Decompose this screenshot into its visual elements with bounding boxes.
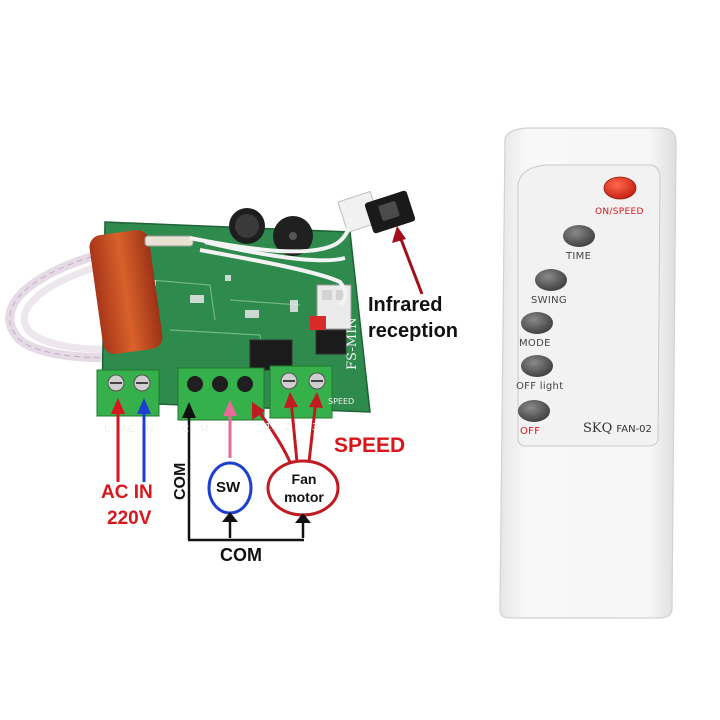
ac-arrows	[111, 398, 151, 482]
com-vertical-label: COM	[172, 463, 189, 500]
off-label: OFF	[520, 426, 541, 437]
terminal-label-3: 3	[312, 422, 318, 433]
infrared-label: Infrared reception	[368, 292, 458, 344]
remote-model-name: FAN-02	[616, 424, 652, 435]
swing-button[interactable]	[535, 269, 567, 291]
remote-panel	[517, 164, 661, 447]
terminal-label-1: 1	[265, 422, 271, 433]
pcb-speed-text: SPEED	[328, 397, 354, 406]
on-speed-label: ON/SPEED	[595, 207, 644, 217]
fan-motor-label-line1: Fan	[291, 471, 317, 487]
mode-label: MODE	[519, 338, 551, 349]
remote-brand: SKQ FAN-02	[583, 421, 652, 436]
terminal-label-l: L	[104, 424, 110, 435]
power-button[interactable]	[603, 176, 637, 200]
fan-motor-wiring	[252, 392, 340, 538]
ac-in-label: AC IN	[101, 482, 153, 503]
mode-button[interactable]	[521, 312, 553, 334]
pcb-model-text: FS-MIN	[345, 317, 360, 370]
capacitor	[89, 229, 163, 355]
fan-motor-label: Fan motor	[278, 470, 330, 506]
voltage-label: 220V	[107, 508, 152, 529]
com-bottom-label: COM	[220, 545, 262, 565]
terminal-label-m: M	[200, 424, 209, 435]
fuse	[144, 235, 194, 247]
time-button[interactable]	[563, 225, 595, 247]
off-light-label: OFF light	[516, 381, 564, 392]
swing-label: SWING	[531, 295, 567, 306]
off-button[interactable]	[518, 400, 550, 422]
terminal-label-2: 2	[285, 422, 291, 433]
circuit-board	[89, 190, 416, 421]
time-label: TIME	[566, 251, 592, 262]
terminal-labels: L AC N C M 1 2 3	[104, 422, 318, 435]
com-wiring	[182, 402, 304, 542]
infrared-label-line1: Infrared	[368, 294, 443, 316]
sw-label: SW	[216, 479, 241, 496]
fan-motor-label-line2: motor	[284, 489, 324, 505]
sw-wiring	[207, 400, 253, 538]
terminal-label-c: C	[182, 424, 189, 435]
terminal-label-ac: AC	[121, 424, 135, 435]
remote-control	[499, 127, 677, 619]
infrared-arrow	[392, 226, 424, 295]
terminal-label-n: N	[146, 424, 153, 435]
speed-label: SPEED	[334, 434, 406, 457]
terminal-block-ac	[96, 369, 160, 417]
off-light-button[interactable]	[521, 355, 553, 377]
infrared-label-line2: reception	[368, 320, 459, 342]
terminal-block-speed	[269, 365, 333, 419]
remote-brand-name: SKQ	[583, 421, 613, 436]
